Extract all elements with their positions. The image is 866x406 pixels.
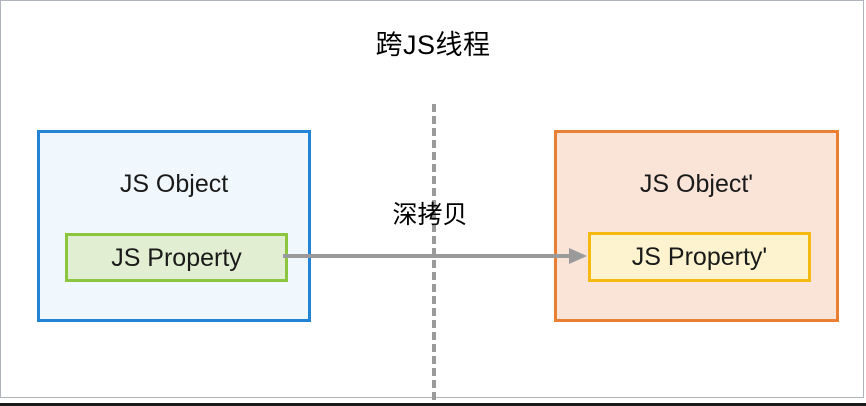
js-object-box-right: JS Object' <box>554 130 839 322</box>
bottom-rule <box>0 403 866 406</box>
deep-copy-arrow-label: 深拷贝 <box>392 201 468 229</box>
deep-copy-arrow-line <box>283 254 576 258</box>
js-property-box-right: JS Property' <box>588 232 811 282</box>
js-object-label-right: JS Object' <box>639 170 754 198</box>
js-object-box-left: JS Object <box>37 130 311 322</box>
js-property-label-right: JS Property' <box>631 243 768 271</box>
js-property-box-left: JS Property <box>65 233 288 282</box>
js-object-label-left: JS Object <box>119 170 229 198</box>
diagram-title: 跨JS线程 <box>375 30 491 60</box>
js-property-label-left: JS Property <box>111 243 242 272</box>
deep-copy-arrow-head-icon <box>569 248 587 264</box>
thread-boundary-dashed-line <box>432 104 436 400</box>
